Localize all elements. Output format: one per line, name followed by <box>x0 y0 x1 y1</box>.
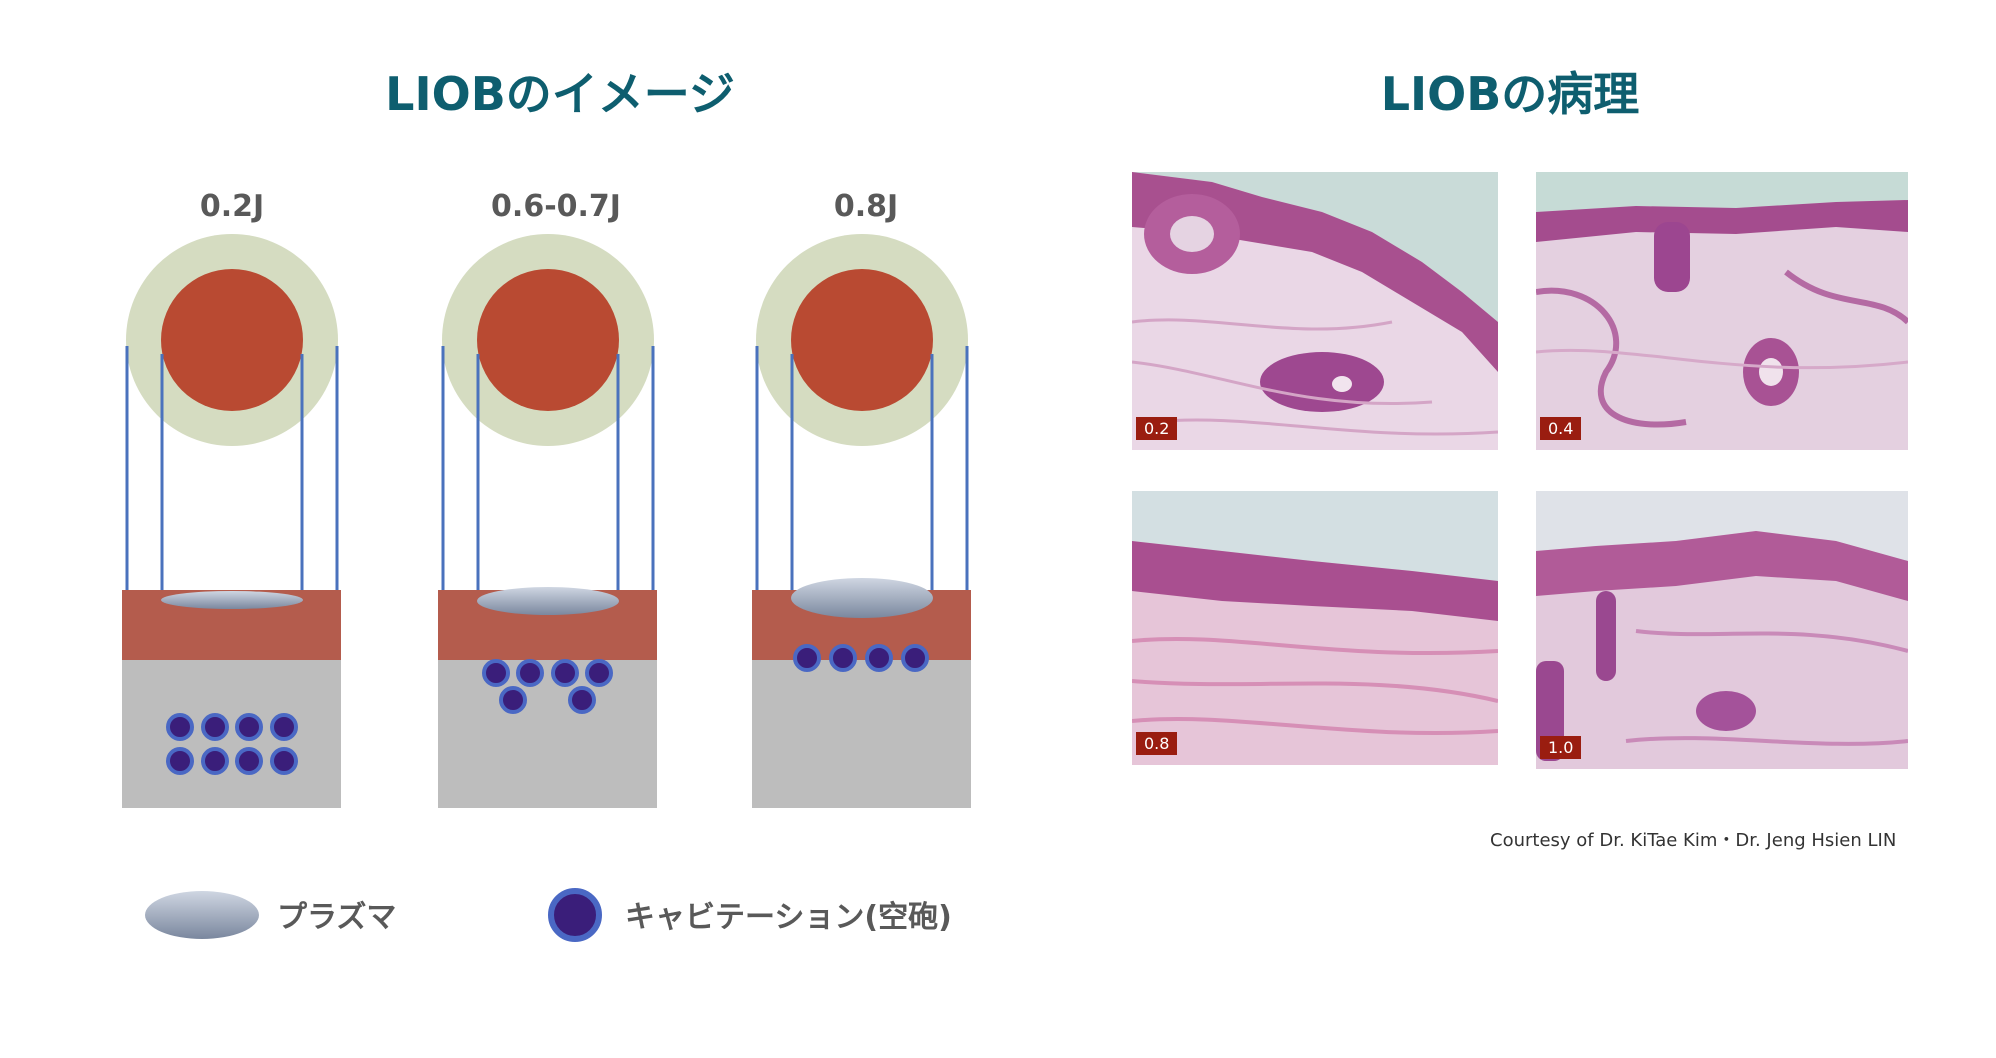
micrograph-label: 0.4 <box>1540 417 1582 440</box>
legend: プラズマ キャビテーション(空砲) <box>145 888 952 942</box>
tissue-deep-layer <box>438 660 657 808</box>
micrograph-label: 0.8 <box>1136 732 1178 755</box>
legend-cavitation-swatch <box>548 888 602 942</box>
energy-label-2: 0.6-0.7J <box>491 189 621 224</box>
plasma <box>477 587 619 615</box>
beam-lines <box>441 346 655 590</box>
beam-lines <box>125 346 339 590</box>
micrograph-label: 1.0 <box>1540 736 1582 759</box>
tissue-deep-layer <box>752 660 971 808</box>
legend-plasma-label: プラズマ <box>277 900 396 935</box>
micrograph-label: 0.2 <box>1136 417 1178 440</box>
micrograph-2: 0.4 <box>1536 172 1908 450</box>
micrograph-4: 1.0 <box>1536 491 1908 769</box>
credit-text: Courtesy of Dr. KiTae Kim・Dr. Jeng Hsien… <box>1490 830 1897 851</box>
cavitation-bubbles <box>793 644 929 672</box>
beam-lines <box>755 346 969 590</box>
energy-label-1: 0.2J <box>200 189 264 224</box>
beam-core <box>161 269 303 411</box>
beam-core <box>791 269 933 411</box>
tissue-deep-layer <box>122 660 341 808</box>
cavitation-bubbles <box>482 659 613 714</box>
liob-diagram: 0.2J 0.6-0.7J <box>122 189 971 942</box>
plasma <box>791 578 933 618</box>
left-title: LIOBのイメージ <box>385 67 735 121</box>
cavitation-bubbles <box>166 713 298 775</box>
energy-panel-1: 0.2J <box>122 189 341 808</box>
energy-panel-3: 0.8J <box>752 189 971 808</box>
plasma <box>161 591 303 609</box>
energy-label-3: 0.8J <box>834 189 898 224</box>
energy-panel-2: 0.6-0.7J <box>438 189 657 808</box>
legend-plasma-swatch <box>145 891 259 939</box>
beam-core <box>477 269 619 411</box>
right-title: LIOBの病理 <box>1380 67 1640 121</box>
legend-cavitation-label: キャビテーション(空砲) <box>625 900 952 935</box>
micrograph-1: 0.2 <box>1132 172 1498 450</box>
micrograph-3: 0.8 <box>1132 491 1498 765</box>
